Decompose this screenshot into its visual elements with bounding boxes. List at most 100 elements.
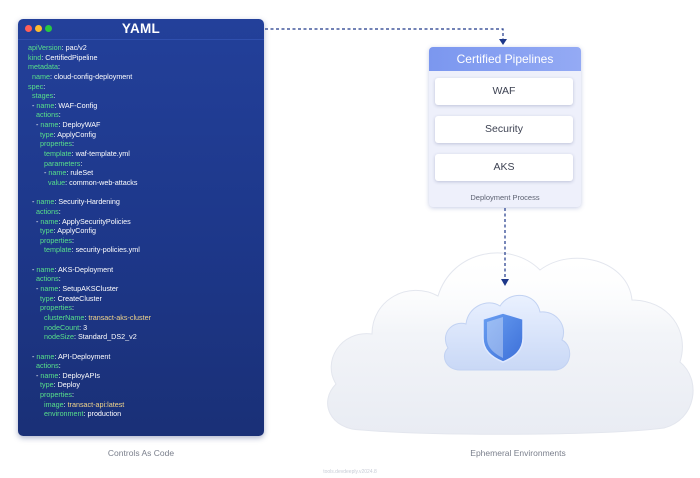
yaml-line: environment: production [43, 409, 122, 419]
yaml-key: image [43, 399, 64, 409]
ephemeral-environments-caption: Ephemeral Environments [470, 448, 566, 458]
yaml-line: metadata: [28, 62, 60, 72]
pipeline-item-security[interactable]: Security [435, 116, 573, 143]
yaml-line: spec: [28, 81, 46, 91]
yaml-value: transact-api:latest [67, 399, 125, 409]
yaml-line: - name: DeployWAF [28, 120, 101, 130]
yaml-line: type: CreateCluster [39, 293, 102, 303]
yaml-titlebar: YAML [18, 19, 264, 40]
yaml-value: ruleSet [70, 168, 94, 178]
yaml-line: - name: Security-Hardening [28, 197, 120, 207]
yaml-key: name [36, 197, 55, 207]
yaml-value: pac/v2 [65, 43, 87, 52]
yaml-line: template: security-policies.yml [43, 245, 140, 255]
yaml-value: ApplySecurityPolicies [61, 216, 131, 226]
yaml-key: properties [39, 139, 72, 149]
yaml-line: properties: [39, 390, 74, 400]
yaml-value: production [87, 409, 122, 419]
footer-credit: tools.devdeeply.v2024.8 [323, 469, 377, 475]
yaml-key: name [48, 168, 67, 178]
yaml-key: properties [39, 235, 72, 245]
yaml-line: actions: [36, 274, 61, 284]
yaml-key: type [39, 226, 54, 236]
yaml-title: YAML [121, 21, 161, 36]
yaml-key: value [47, 177, 66, 187]
window-controls [25, 25, 52, 32]
yaml-line: actions: [36, 206, 61, 216]
shield-icon [482, 312, 524, 363]
yaml-key: kind [28, 52, 42, 62]
yaml-line: properties: [39, 235, 74, 245]
yaml-line: actions: [36, 110, 61, 120]
yaml-value: cloud-config-deployment [53, 71, 133, 81]
controls-as-code-caption: Controls As Code [107, 448, 175, 458]
yaml-key: parameters [43, 158, 81, 168]
yaml-line: clusterName: transact-aks-cluster [43, 312, 152, 322]
close-dot-icon[interactable] [25, 25, 32, 32]
minimize-dot-icon[interactable] [35, 25, 42, 32]
maximize-dot-icon[interactable] [45, 25, 52, 32]
yaml-key: template [43, 149, 72, 159]
yaml-value: Deploy [57, 380, 80, 390]
yaml-value: ApplyConfig [57, 226, 96, 236]
yaml-value: SetupAKSCluster [62, 284, 119, 294]
yaml-value: common-web-attacks [69, 177, 138, 187]
pipeline-item-aks[interactable]: AKS [435, 154, 573, 181]
yaml-line: properties: [39, 303, 74, 313]
yaml-line: image: transact-api:latest [43, 399, 125, 409]
yaml-value: CertifiedPipeline [45, 52, 98, 62]
yaml-line: apiVersion: pac/v2 [28, 43, 87, 52]
yaml-key: actions [36, 110, 59, 120]
yaml-value: 3 [83, 322, 88, 332]
yaml-key: name [36, 100, 55, 110]
yaml-key: name [40, 120, 59, 130]
yaml-key: name [40, 284, 59, 294]
yaml-value: DeployWAF [62, 120, 101, 130]
yaml-key: actions [36, 274, 59, 284]
yaml-line: - name: DeployAPIs [28, 370, 100, 380]
yaml-line: parameters: [43, 158, 83, 168]
yaml-value: Standard_DS2_v2 [77, 332, 137, 342]
yaml-key: nodeCount [43, 322, 80, 332]
yaml-key: properties [39, 390, 72, 400]
yaml-key: environment [43, 409, 84, 419]
yaml-line: name: cloud-config-deployment [32, 71, 133, 81]
yaml-value: DeployAPIs [62, 370, 100, 380]
yaml-key: properties [39, 303, 72, 313]
yaml-value: WAF-Config [58, 100, 98, 110]
yaml-key: template [43, 245, 72, 255]
yaml-value: Security-Hardening [58, 197, 120, 207]
yaml-to-pipelines-arrow [265, 28, 507, 45]
yaml-value: CreateCluster [57, 293, 102, 303]
yaml-value: ApplyConfig [57, 129, 96, 139]
yaml-key: name [36, 264, 55, 274]
pipelines-title: Certified Pipelines [429, 47, 581, 71]
yaml-line: nodeSize: Standard_DS2_v2 [43, 332, 137, 342]
yaml-key: clusterName [43, 312, 85, 322]
yaml-key: metadata [28, 62, 58, 72]
pipeline-item-waf[interactable]: WAF [435, 78, 573, 105]
yaml-line: actions: [36, 361, 61, 371]
yaml-key: apiVersion [28, 43, 62, 52]
yaml-key: name [40, 370, 59, 380]
yaml-line: type: ApplyConfig [39, 226, 96, 236]
yaml-line: stages: [32, 91, 56, 101]
yaml-line: nodeCount: 3 [43, 322, 88, 332]
yaml-value: transact-aks-cluster [88, 312, 152, 322]
yaml-key: spec [28, 81, 44, 91]
yaml-value: security-policies.yml [75, 245, 140, 255]
yaml-line: type: Deploy [39, 380, 80, 390]
yaml-key: actions [36, 206, 59, 216]
yaml-line: - name: ApplySecurityPolicies [28, 216, 131, 226]
yaml-key: nodeSize [43, 332, 74, 342]
yaml-key: actions [36, 361, 59, 371]
yaml-key: type [39, 129, 54, 139]
yaml-key: type [39, 293, 54, 303]
yaml-value: AKS-Deployment [57, 264, 114, 274]
yaml-value: API-Deployment [57, 351, 111, 361]
yaml-line: template: waf-template.yml [43, 149, 130, 159]
yaml-key: name [32, 71, 50, 81]
